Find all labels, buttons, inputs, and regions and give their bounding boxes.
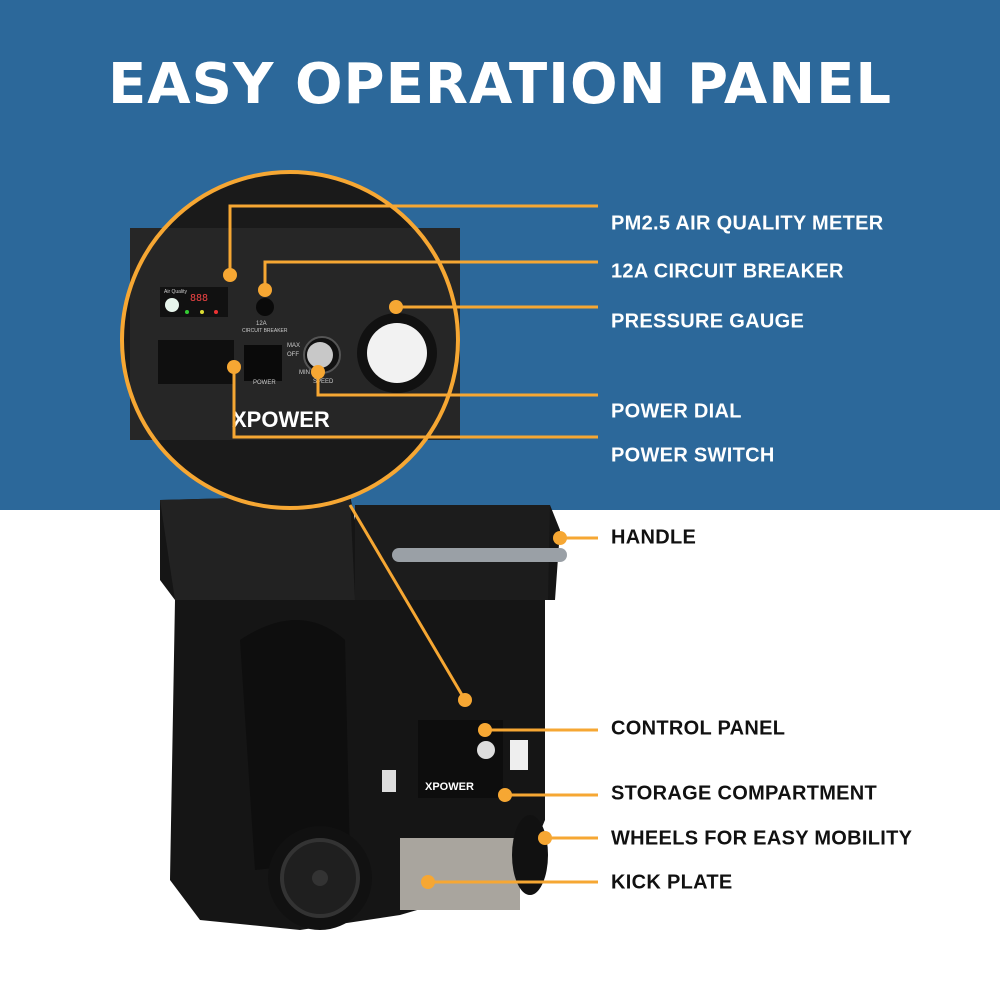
svg-text:XPOWER: XPOWER xyxy=(232,407,330,432)
circuit-breaker xyxy=(256,298,274,316)
label-storage-compartment: STORAGE COMPARTMENT xyxy=(611,782,878,805)
callout-dots xyxy=(223,268,567,889)
label-power-dial: POWER DIAL xyxy=(611,400,742,423)
label-wheels: WHEELS FOR EASY MOBILITY xyxy=(611,827,913,850)
power-dial xyxy=(307,342,333,368)
svg-text:12A: 12A xyxy=(256,321,267,327)
svg-text:POWER: POWER xyxy=(253,380,276,386)
svg-text:MIN: MIN xyxy=(299,370,310,376)
zoom-circle: Air Quality 888 12A CIRCUIT BREAKER POWE… xyxy=(120,170,460,510)
page-title: EASY OPERATION PANEL xyxy=(107,52,893,117)
svg-text:MAX: MAX xyxy=(287,343,300,349)
svg-text:SPEED: SPEED xyxy=(313,379,334,385)
label-handle: HANDLE xyxy=(611,526,697,549)
label-power-switch: POWER SWITCH xyxy=(611,444,775,467)
svg-text:Air Quality: Air Quality xyxy=(164,289,188,295)
label-control-panel: CONTROL PANEL xyxy=(611,717,786,740)
svg-text:XPOWER: XPOWER xyxy=(425,781,474,793)
svg-text:888: 888 xyxy=(190,293,208,304)
label-circuit-breaker: 12A CIRCUIT BREAKER xyxy=(611,260,844,283)
label-air-quality-meter: PM2.5 AIR QUALITY METER xyxy=(611,212,884,235)
air-scrubber-machine: XPOWER xyxy=(160,495,567,930)
svg-text:CIRCUIT BREAKER: CIRCUIT BREAKER xyxy=(242,328,288,334)
kick-plate xyxy=(400,838,520,910)
callout-lines xyxy=(228,204,598,884)
handle xyxy=(392,548,567,562)
label-pressure-gauge: PRESSURE GAUGE xyxy=(611,310,805,333)
svg-text:OFF: OFF xyxy=(287,352,299,358)
label-kick-plate: KICK PLATE xyxy=(611,871,733,894)
power-switch xyxy=(244,345,282,381)
